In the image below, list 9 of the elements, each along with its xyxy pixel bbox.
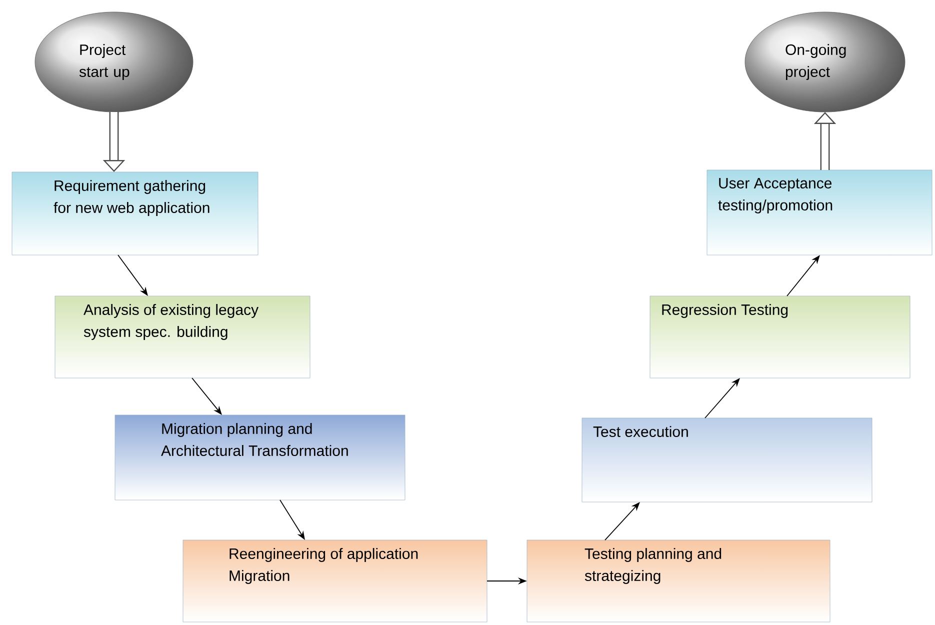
process-box: Migration planning and Architectural Transformation <box>114 414 406 500</box>
arrow <box>604 502 640 540</box>
process-box: Regression Testing <box>650 296 910 378</box>
process-box: Requirement gathering for new web application <box>12 172 258 256</box>
process-box: Reengineering of application Migration <box>182 540 488 622</box>
process-box: Test execution <box>582 418 872 502</box>
process-box: Analysis of existing legacy system spec. building <box>54 296 310 378</box>
process-box: User Acceptance testing/promotion <box>706 170 932 256</box>
process-box: Testing planning and strategizing <box>526 540 830 622</box>
